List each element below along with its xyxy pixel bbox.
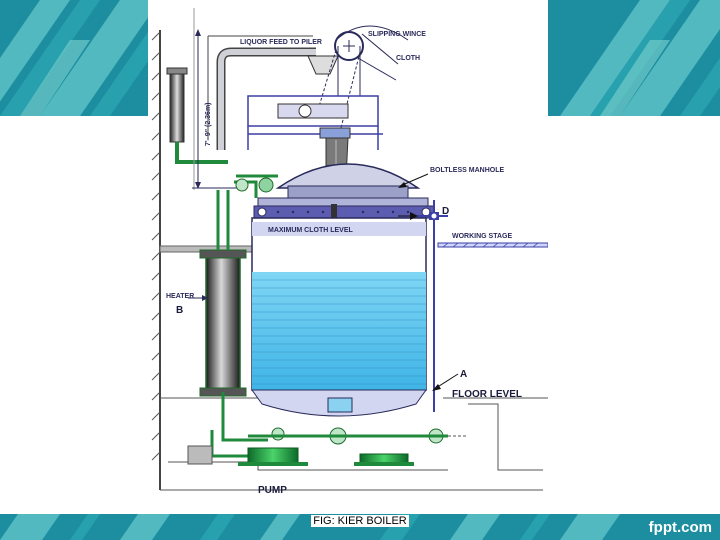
liquor-feed-label: LIQUOR FEED TO PILER: [240, 39, 322, 46]
marker-b-label: B: [176, 305, 183, 316]
brand-watermark: fppt.com: [648, 519, 712, 536]
figure-caption-text: FIG: KIER BOILER: [311, 515, 409, 527]
left-gauge-pipe: [166, 8, 228, 190]
marker-a-label: A: [460, 369, 467, 380]
figure-caption: FIG: KIER BOILER: [0, 512, 720, 530]
kier-boiler-figure: SLIPPING WINCE LIQUOR FEED TO PILER CLOT…: [148, 0, 548, 500]
green-valves: [235, 177, 468, 445]
slipping-wince: [317, 25, 409, 141]
bottom-decorative-band: [0, 514, 720, 540]
pump-units: [187, 445, 414, 466]
slipping-wince-label: SLIPPING WINCE: [368, 31, 426, 38]
heater: [188, 249, 247, 397]
working-stage-label: WORKING STAGE: [452, 233, 512, 240]
left-wall: [151, 30, 161, 490]
heater-label: HEATER: [166, 293, 194, 300]
pump-label: PUMP: [258, 485, 287, 496]
vessel-body: [251, 217, 427, 417]
liquor-feed-pipe: [207, 35, 339, 150]
cloth-label: CLOTH: [396, 55, 420, 62]
piler-frame: [247, 95, 383, 150]
right-indicator-column: [398, 200, 448, 412]
boltless-manhole-label: BOLTLESS MANHOLE: [430, 167, 504, 174]
floor-lines: [159, 242, 548, 491]
height-dimension: [192, 29, 238, 189]
floor-level-label: FLOOR LEVEL: [452, 389, 522, 400]
maximum-cloth-level-label: MAXIMUM CLOTH LEVEL: [268, 227, 353, 234]
marker-d-label: D: [442, 206, 449, 217]
height-dimension-label: 7'- 9" (2.36m): [205, 102, 212, 146]
